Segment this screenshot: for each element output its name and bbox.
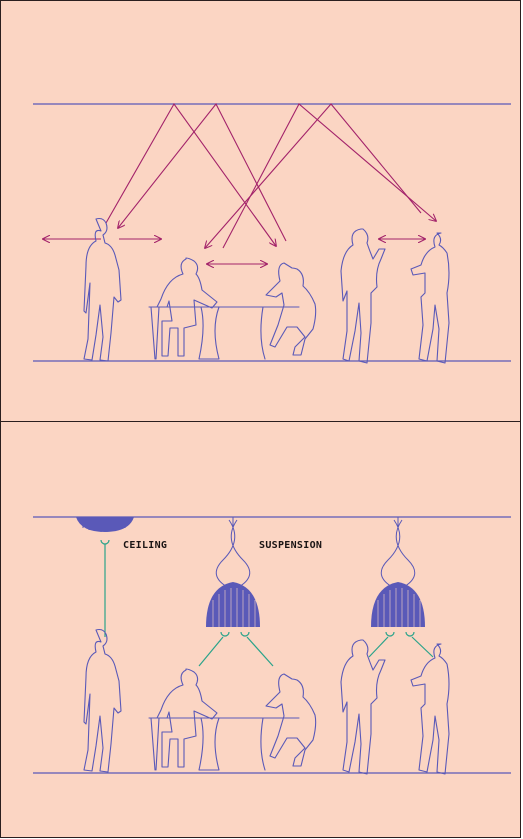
standing-person-a-figure bbox=[341, 229, 385, 363]
reflection-diagram bbox=[1, 1, 522, 423]
person-on-phone-figure bbox=[84, 630, 121, 773]
reflection-diagram-panel bbox=[0, 0, 521, 422]
direct-sound-arrows bbox=[43, 239, 425, 264]
seated-person-right-figure bbox=[266, 674, 316, 766]
standing-person-b-figure bbox=[411, 233, 449, 363]
suspension-label: SUSPENSION bbox=[259, 540, 322, 551]
lamp-diagram-panel: CEILING SUSPENSION bbox=[0, 421, 521, 838]
ceiling-label: CEILING bbox=[123, 540, 167, 551]
standing-person-a-figure bbox=[341, 640, 385, 774]
seated-person-right-figure bbox=[266, 263, 316, 355]
lamp-diagram: CEILING SUSPENSION bbox=[1, 422, 522, 839]
suspension-lamp-icon bbox=[371, 517, 425, 636]
people-group bbox=[84, 219, 449, 364]
people-group bbox=[84, 630, 449, 775]
suspension-lamp-icon bbox=[206, 517, 260, 636]
sound-reflection-rays bbox=[106, 104, 436, 248]
standing-person-b-figure bbox=[411, 644, 449, 774]
person-on-phone-figure bbox=[84, 219, 121, 362]
